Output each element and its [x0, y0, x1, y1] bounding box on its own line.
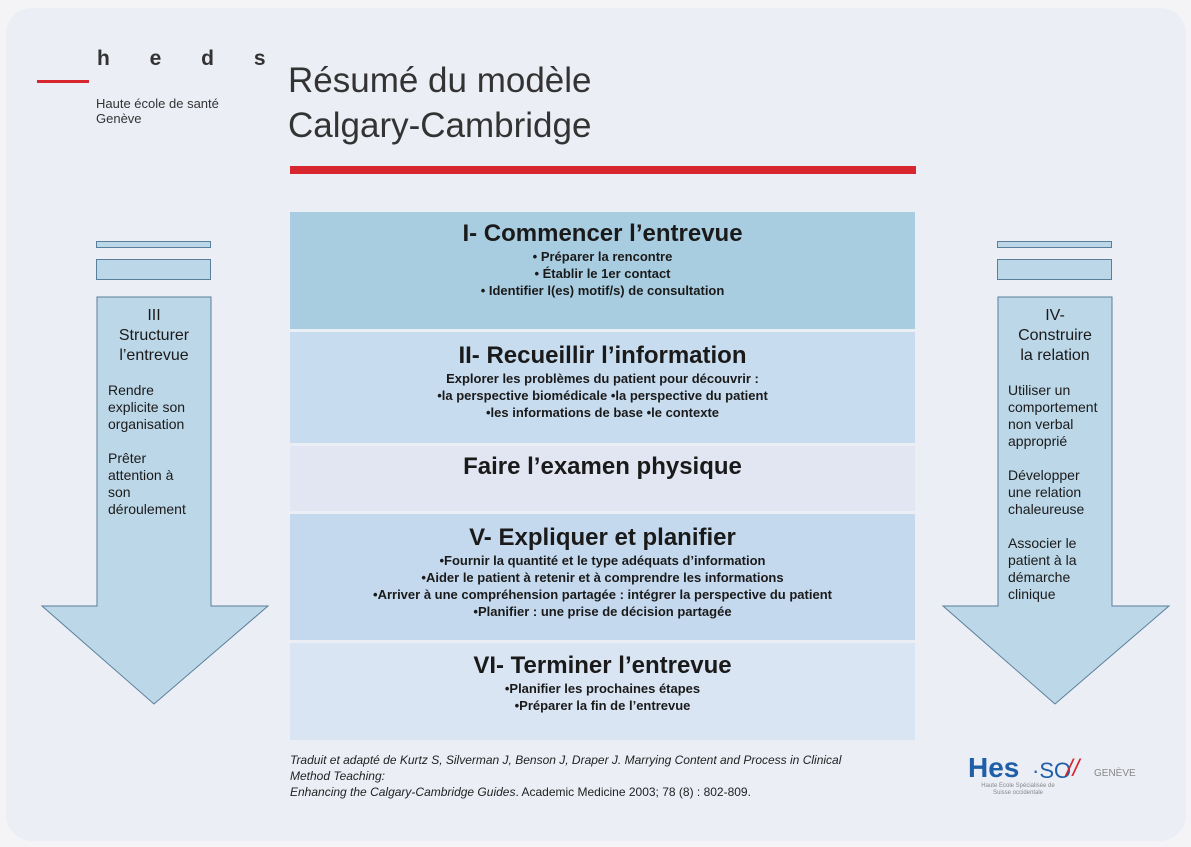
- section-line: •la perspective biomédicale •la perspect…: [437, 388, 768, 403]
- right-arrow-text: IV- Construire la relation Utiliser un c…: [1000, 306, 1110, 603]
- section-heading: Faire l’examen physique: [463, 453, 742, 480]
- title-line1: Résumé du modèle: [288, 61, 592, 100]
- reference-citation: Traduit et adapté de Kurtz S, Silverman …: [290, 752, 850, 800]
- hes-so-logo-hes: Hes: [968, 752, 1020, 783]
- left-stacked-bar: [96, 241, 211, 248]
- heds-logo-subtitle: Haute école de santé Genève: [96, 96, 219, 126]
- section-line: • Établir le 1er contact: [534, 266, 671, 281]
- right-arrow-item: Développer une relation chaleureuse: [1008, 467, 1085, 517]
- left-arrow-text: III Structurer l’entrevue Rendre explici…: [100, 306, 208, 518]
- section-line: •Aider le patient à retenir et à compren…: [421, 570, 784, 585]
- right-arrow-item: Utiliser un comportement non verbal appr…: [1008, 382, 1098, 449]
- heds-logo-letters: h e d s: [97, 47, 283, 70]
- section-line: •Planifier : une prise de décision parta…: [473, 604, 732, 619]
- section-line: •Arriver à une compréhension partagée : …: [373, 587, 832, 602]
- right-arrow-item: Associer le patient à la démarche cliniq…: [1008, 535, 1077, 602]
- reference-part1: Traduit et adapté de Kurtz S, Silverman …: [290, 753, 625, 767]
- logo-red-line: [37, 80, 89, 83]
- left-arrow-title-1: Structurer: [118, 327, 190, 344]
- section-expliquer: V- Expliquer et planifier •Fournir la qu…: [290, 514, 915, 640]
- right-arrow-title-1: Construire: [1018, 327, 1092, 344]
- right-arrow-title-2: la relation: [1020, 347, 1090, 364]
- left-stacked-bar: [96, 259, 211, 280]
- section-line: •Fournir la quantité et le type adéquats…: [439, 553, 766, 568]
- left-arrow-numeral: III: [147, 307, 161, 324]
- hes-so-logo-so: ·SO: [1032, 758, 1072, 783]
- title-underline: [290, 166, 916, 174]
- section-line: •les informations de base •le contexte: [485, 405, 720, 420]
- section-heading: V- Expliquer et planifier: [469, 524, 736, 551]
- section-heading: VI- Terminer l’entrevue: [473, 652, 732, 679]
- left-arrow-item: Rendre explicite son organisation: [108, 382, 186, 432]
- title-line2: Calgary-Cambridge: [288, 106, 592, 145]
- section-heading: I- Commencer l’entrevue: [462, 220, 743, 247]
- reference-part2: Marrying Content and Process in Clinical…: [290, 753, 842, 783]
- hes-so-logo-subtitle: Haute Ecole Spécialisée de Suisse occide…: [981, 783, 1055, 796]
- section-line: •Planifier les prochaines étapes: [504, 681, 701, 696]
- left-arrow-title-2: l’entrevue: [119, 347, 189, 364]
- section-examen: Faire l’examen physique: [290, 446, 915, 511]
- section-commencer: I- Commencer l’entrevue • Préparer la re…: [290, 212, 915, 329]
- slide-title: Résumé du modèle Calgary-Cambridge: [288, 58, 592, 148]
- section-heading: II- Recueillir l’information: [458, 342, 747, 369]
- heds-logo-line2: Genève: [96, 111, 142, 126]
- reference-part4: . Academic Medicine 2003; 78 (8) : 802-8…: [515, 785, 751, 799]
- left-arrow-item: Prêter attention à son déroulement: [108, 450, 186, 517]
- section-line: • Identifier l(es) motif/s) de consultat…: [480, 283, 725, 298]
- section-recueillir: II- Recueillir l’information Explorer le…: [290, 332, 915, 443]
- right-down-arrow: [941, 296, 1171, 705]
- reference-part3: Enhancing the Calgary-Cambridge Guides: [290, 785, 516, 799]
- section-line: •Préparer la fin de l’entrevue: [514, 698, 691, 713]
- section-line: • Préparer la rencontre: [532, 249, 673, 264]
- section-terminer: VI- Terminer l’entrevue •Planifier les p…: [290, 643, 915, 740]
- right-arrow-numeral: IV-: [1045, 307, 1065, 324]
- right-stacked-bar: [997, 259, 1112, 280]
- hes-so-logo-slashes: //: [1066, 755, 1080, 782]
- right-stacked-bar: [997, 241, 1112, 248]
- section-line: Explorer les problèmes du patient pour d…: [446, 371, 759, 386]
- hes-so-logo-geneve: GENÈVE: [1094, 768, 1136, 779]
- left-down-arrow: [40, 296, 270, 705]
- heds-logo-line1: Haute école de santé: [96, 96, 219, 111]
